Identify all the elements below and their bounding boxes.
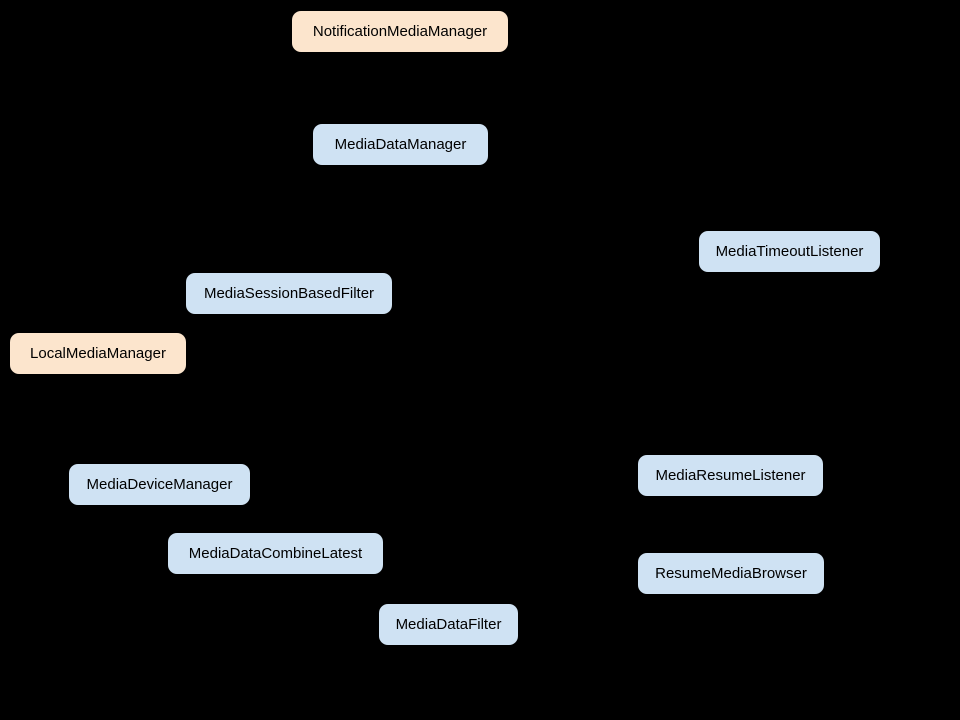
node-label: MediaDeviceManager (86, 476, 233, 493)
node-media-resume-listener: MediaResumeListener (638, 455, 823, 496)
node-media-data-filter: MediaDataFilter (379, 604, 518, 645)
node-label: MediaDataManager (334, 136, 467, 153)
node-label: ResumeMediaBrowser (655, 565, 807, 582)
node-label: NotificationMediaManager (312, 23, 488, 40)
node-label: MediaSessionBasedFilter (203, 285, 375, 302)
node-media-data-combine-latest: MediaDataCombineLatest (168, 533, 383, 574)
node-notification-media-manager: NotificationMediaManager (292, 11, 508, 52)
node-media-timeout-listener: MediaTimeoutListener (699, 231, 880, 272)
node-label: MediaResumeListener (655, 467, 806, 484)
node-media-session-based-filter: MediaSessionBasedFilter (186, 273, 392, 314)
node-resume-media-browser: ResumeMediaBrowser (638, 553, 824, 594)
node-label: LocalMediaManager (30, 345, 166, 362)
node-local-media-manager: LocalMediaManager (10, 333, 186, 374)
node-media-device-manager: MediaDeviceManager (69, 464, 250, 505)
node-media-data-manager: MediaDataManager (313, 124, 488, 165)
node-label: MediaTimeoutListener (715, 243, 864, 260)
node-label: MediaDataCombineLatest (188, 545, 363, 562)
node-label: MediaDataFilter (395, 616, 502, 633)
